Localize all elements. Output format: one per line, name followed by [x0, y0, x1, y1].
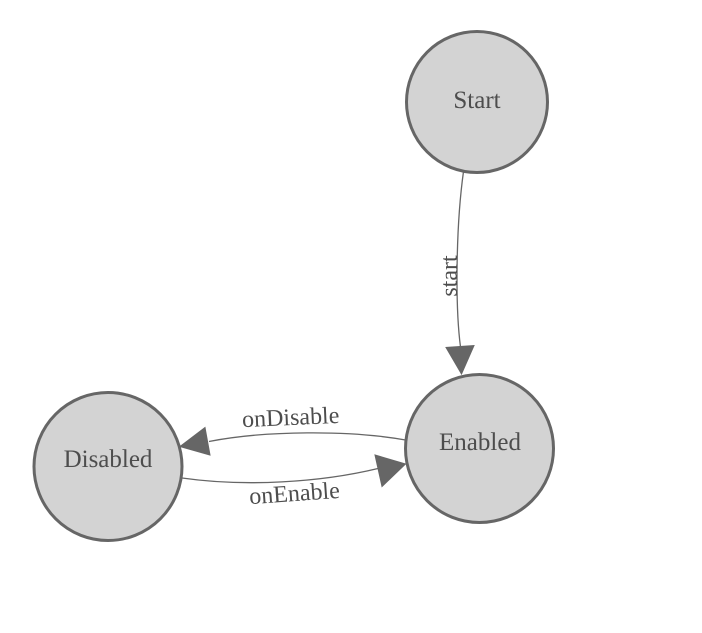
transition-onenable: onEnable [181, 454, 407, 510]
transition-start-path [456, 171, 465, 348]
state-node-enabled: Enabled [404, 373, 555, 524]
state-node-disabled-circle [32, 391, 184, 542]
state-node-start-label: Start [453, 87, 500, 114]
state-node-enabled-circle [404, 373, 555, 524]
state-node-disabled: Disabled [32, 391, 184, 542]
transition-start-label: start [437, 255, 463, 297]
state-node-start-circle [405, 30, 549, 174]
transition-start-to-enabled: start [437, 171, 475, 376]
state-node-enabled-label: Enabled [439, 429, 521, 456]
transition-ondisable-path [208, 432, 406, 443]
arrowhead-icon [445, 344, 475, 376]
arrowhead-icon [178, 426, 211, 456]
transition-onenable-path [181, 467, 379, 484]
transition-ondisable-label: onDisable [242, 403, 340, 433]
arrowhead-icon [374, 454, 407, 488]
transition-onenable-label: onEnable [248, 478, 340, 510]
transition-ondisable: onDisable [178, 403, 406, 456]
state-node-start: Start [405, 30, 549, 174]
state-node-disabled-label: Disabled [64, 446, 153, 473]
